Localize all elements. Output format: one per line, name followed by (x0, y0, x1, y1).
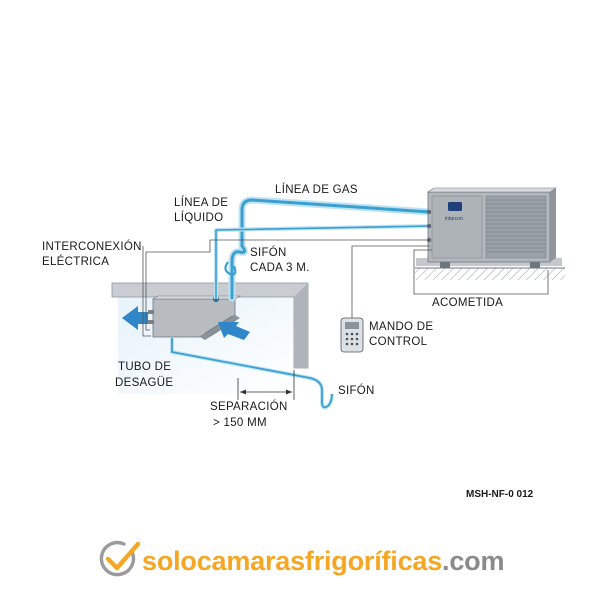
label-electrical-1: INTERCONEXIÓN (42, 240, 142, 253)
drain-pipe-core (171, 338, 333, 409)
air-outlet-arrow (122, 306, 148, 330)
air-inlet-arrow (218, 322, 250, 340)
dimension-arrowhead (240, 389, 246, 395)
label-power-feed: ACOMETIDA (432, 297, 503, 309)
label-siphon-every-2: CADA 3 M. (250, 262, 310, 274)
label-drain-tube-2: DESAGÜE (115, 377, 173, 389)
label-liquid-line-1: LÍNEA DE (174, 196, 228, 209)
label-liquid-line-2: LÍQUIDO (174, 211, 223, 224)
room-wall-shade (294, 283, 308, 368)
evaporator-grille (200, 315, 240, 340)
service-valve (426, 223, 432, 229)
label-electrical-2: ELÉCTRICA (42, 255, 109, 268)
evaporator-unit (148, 295, 242, 340)
liquid-line-core (215, 225, 431, 299)
drain-tube (170, 338, 334, 410)
remote-control (340, 245, 430, 353)
brand-footer: solocamarasfrigoríficas.com (99, 540, 504, 577)
grille-slats (486, 199, 546, 253)
brand-name: solocamarasfrigoríficas (142, 546, 442, 576)
label-siphon: SIFÓN (338, 384, 375, 397)
unit-foot (530, 262, 540, 268)
label-siphon-every-1: SIFÓN (250, 246, 287, 259)
brand-wordmark: solocamarasfrigoríficas.com (142, 546, 504, 576)
label-drain-tube-1: TUBO DE (118, 361, 171, 373)
remote-control-screen (345, 322, 359, 329)
unit-badge-text: intarcon (445, 216, 463, 222)
evaporator-top (151, 295, 242, 300)
remote-control-buttons (345, 332, 359, 346)
separation-dimension (237, 370, 295, 400)
model-code: MSH-NF-0 012 (466, 489, 534, 500)
power-supply-line (413, 249, 549, 295)
condensing-unit-side (550, 188, 556, 262)
service-valve (426, 237, 432, 243)
label-separation-1: SEPARACIÓN (210, 400, 288, 413)
evaporator-grille-line (204, 315, 233, 334)
service-valve (426, 209, 432, 215)
evaporator-side-port (148, 320, 154, 324)
evaporator-side-port (148, 310, 154, 314)
remote-control-cable (351, 245, 430, 318)
label-remote-1: MANDO DE (369, 321, 433, 333)
unit-foot (440, 262, 450, 268)
brand-tld: .com (442, 546, 504, 576)
label-separation-2: > 150 MM (213, 417, 267, 429)
refrigerant-lines (214, 196, 434, 302)
label-gas-line: LÍNEA DE GAS (275, 183, 358, 196)
condensing-unit-grille (485, 195, 547, 259)
acometida-wire (413, 249, 549, 295)
condensing-unit-top (427, 187, 557, 193)
electrical-wire (145, 239, 430, 331)
gas-line-core (230, 198, 432, 300)
condensing-unit: intarcon (416, 187, 562, 268)
check-circle-icon (99, 540, 141, 577)
electrical-interconnection (142, 239, 430, 337)
siphon-trap-gas (224, 261, 237, 276)
ground-hatch (415, 268, 565, 280)
brand-logo-icon (448, 202, 462, 211)
label-remote-2: CONTROL (369, 336, 428, 348)
electrical-wire-2 (142, 246, 151, 337)
dimension-arrowhead (286, 389, 292, 395)
ground-slab (415, 267, 565, 280)
